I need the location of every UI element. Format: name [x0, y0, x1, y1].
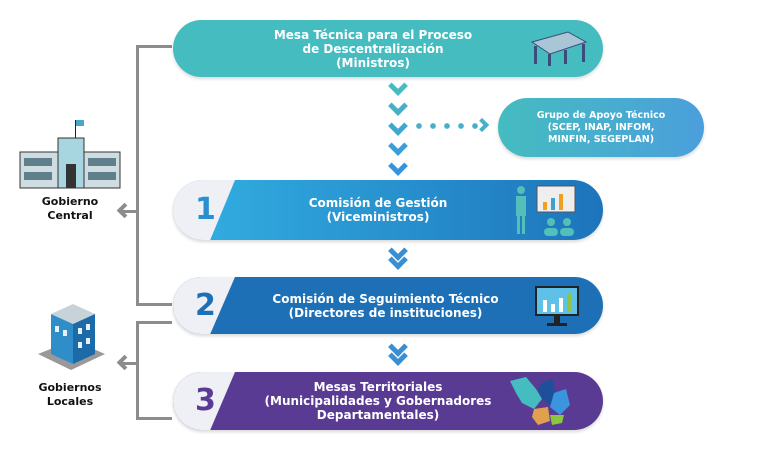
bracket-local-top	[136, 321, 172, 324]
step-line2: (Municipalidades y Gobernadores	[264, 394, 492, 408]
comision-gestion-box: 1 Comisión de Gestión(Viceministros)	[173, 180, 603, 240]
step-number: 1	[173, 180, 235, 240]
grupo-apoyo-line1: Grupo de Apoyo Técnico	[536, 109, 666, 121]
chevron-down-icon	[388, 156, 408, 176]
step-line2: (Viceministros)	[326, 210, 430, 224]
step-number: 3	[173, 372, 235, 430]
dotted-connector	[412, 123, 482, 129]
mesa-tecnica-line2: de Descentralización	[302, 41, 444, 56]
comision-seguimiento-box: 2 Comisión de Seguimiento Técnico(Direct…	[173, 277, 603, 334]
presentation-icon	[516, 185, 576, 236]
bracket-local-bottom	[136, 417, 172, 420]
arrow-left-icon	[116, 354, 133, 371]
step-line1: Comisión de Gestión	[308, 196, 448, 210]
chevron-down-icon	[388, 76, 408, 96]
step-line3: Departamentales)	[316, 408, 440, 422]
step-line2: (Directores de instituciones)	[288, 305, 483, 320]
bracket-central-stem	[120, 210, 138, 213]
mesa-tecnica-line3: (Ministros)	[336, 55, 410, 70]
territory-map-icon	[510, 377, 570, 425]
grupo-apoyo-box: Grupo de Apoyo Técnico (SCEP, INAP, INFO…	[498, 98, 704, 157]
mesa-tecnica-line1: Mesa Técnica para el Proceso	[273, 27, 473, 42]
step-number: 2	[173, 277, 235, 334]
grupo-apoyo-line3: MINFIN, SEGEPLAN)	[547, 133, 655, 145]
local-building-icon	[38, 304, 105, 370]
bracket-local-vertical	[136, 321, 139, 419]
chevron-right-icon	[474, 117, 490, 133]
chevron-down-icon	[388, 96, 408, 116]
chevron-down-icon	[388, 116, 408, 136]
grupo-apoyo-line2: (SCEP, INAP, INFOM,	[547, 121, 655, 133]
bracket-central-bottom	[136, 303, 172, 306]
step-line1: Comisión de Seguimiento Técnico	[272, 291, 499, 306]
step-line1: Mesas Territoriales	[313, 380, 443, 394]
mesas-territoriales-box: 3 Mesas Territoriales(Municipalidades y …	[173, 372, 603, 430]
bracket-central-vertical	[136, 45, 139, 306]
bracket-central-top	[136, 45, 172, 48]
government-building-icon	[19, 120, 121, 189]
mesa-tecnica-box: Mesa Técnica para el Proceso de Descentr…	[173, 20, 603, 77]
meeting-table-icon	[530, 31, 588, 66]
monitor-chart-icon	[535, 286, 579, 326]
bracket-local-stem	[120, 362, 138, 365]
chevron-down-icon	[388, 136, 408, 156]
